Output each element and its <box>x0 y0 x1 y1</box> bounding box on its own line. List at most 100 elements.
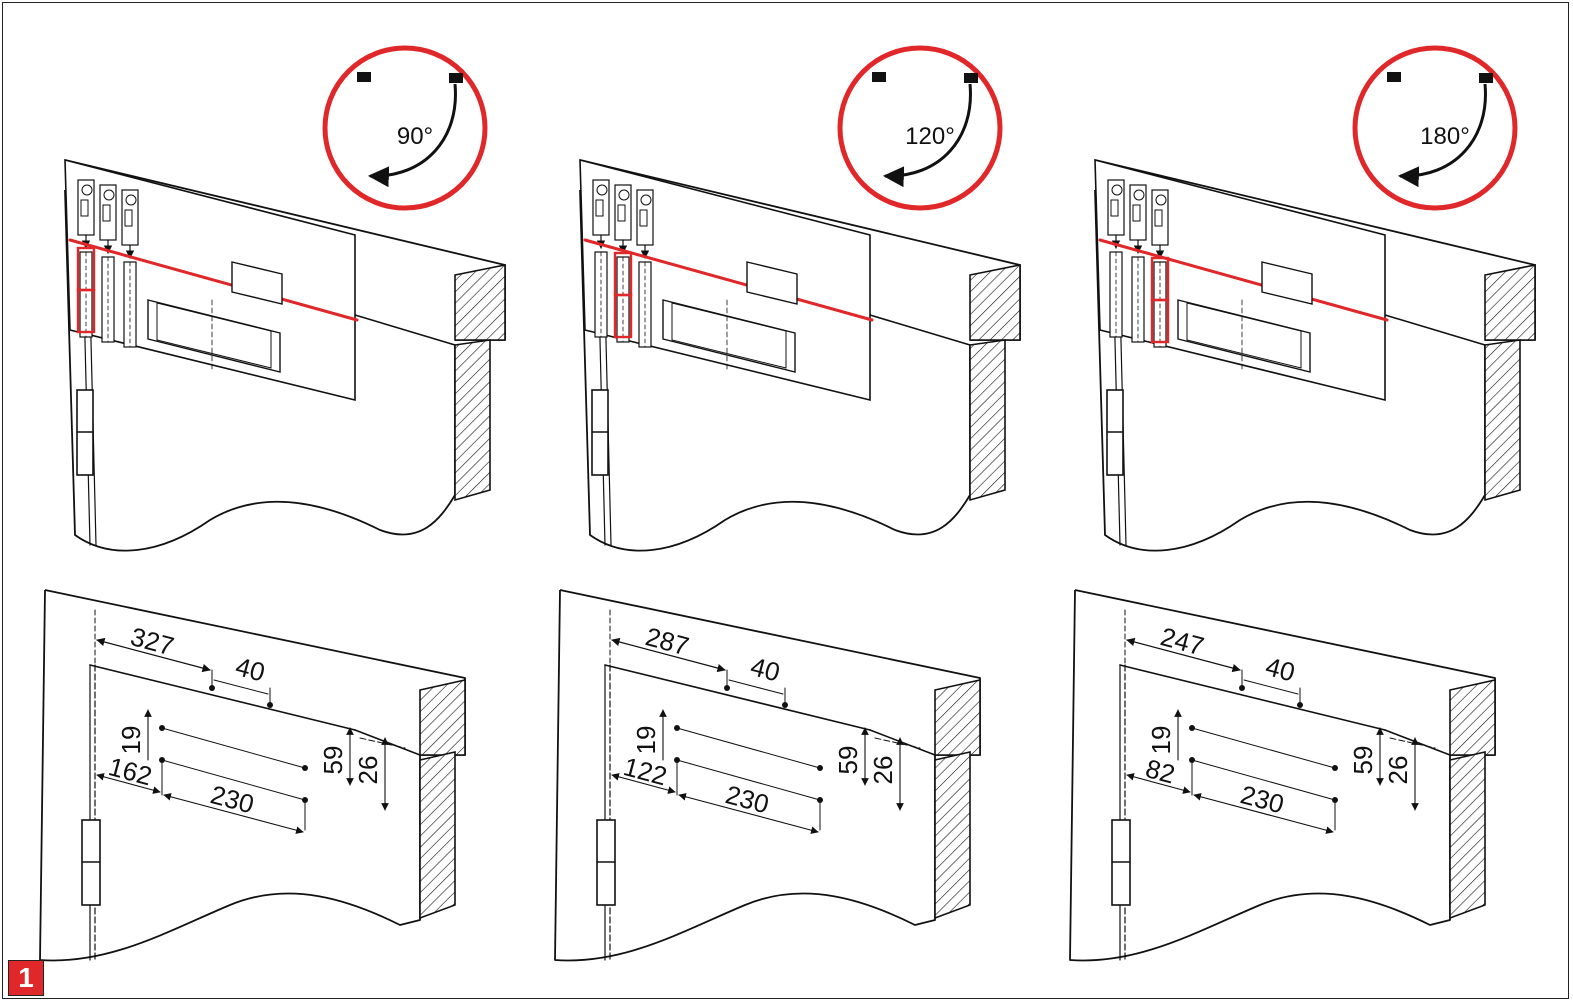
door-top-edge <box>1384 314 1486 346</box>
frame-head-section <box>1449 679 1496 756</box>
swing-arc <box>882 83 972 188</box>
dim-line-length <box>163 793 304 834</box>
closer-body-inner <box>1186 302 1302 369</box>
ext-line-edge <box>874 737 921 749</box>
dim-height-value: 59 <box>1348 746 1378 775</box>
frame-jamb-section <box>454 339 491 502</box>
ext-line-edge <box>1389 737 1436 749</box>
opening-angle-circle <box>837 45 1003 211</box>
door-top-edge <box>604 664 871 731</box>
arm-shoe-plate <box>1261 261 1313 305</box>
dim-offset-value: 19 <box>631 726 661 755</box>
template-icon-mark-1 <box>595 199 604 217</box>
dim-height-value: 59 <box>833 746 863 775</box>
angle-glyph-icon-3 <box>640 194 652 206</box>
drill-line-top <box>161 727 306 769</box>
door-hole-1 <box>1189 725 1195 731</box>
frame-jamb-section <box>1484 339 1521 502</box>
upper-panel-2: 120° <box>579 45 1021 552</box>
angle-glyph-icon-1 <box>1111 184 1123 196</box>
arm-shoe-plate <box>746 261 798 305</box>
dim-line-spacing <box>1243 679 1299 695</box>
ext-line-edge <box>359 737 406 749</box>
dim-edge-value: 26 <box>868 756 898 785</box>
closer-body-inner <box>156 302 272 369</box>
dim-edge-value: 26 <box>353 756 383 785</box>
frame-jamb-section <box>1449 750 1486 920</box>
swing-arc <box>367 83 457 188</box>
arm-shoe-plate <box>231 261 283 305</box>
selected-template-bottom <box>1150 298 1170 344</box>
dim-line-length <box>678 793 819 834</box>
door-leaf <box>554 589 936 962</box>
dim-offset-value: 19 <box>116 726 146 755</box>
alignment-red-line <box>583 238 874 322</box>
template-icon-mark-3 <box>1154 209 1163 227</box>
angle-glyph-icon-1 <box>81 184 93 196</box>
dim-line-top <box>96 637 211 673</box>
dim-line-left <box>96 773 161 794</box>
template-icon-mark-1 <box>80 199 89 217</box>
template-icon-mark-2 <box>102 204 111 222</box>
alignment-red-line <box>68 238 359 322</box>
opening-angle-label: 180° <box>1420 123 1470 150</box>
dim-edge-value: 26 <box>1383 756 1413 785</box>
frame-head-section <box>454 264 506 341</box>
frame-stop-icon <box>1479 73 1493 83</box>
dim-line-left <box>611 773 676 794</box>
template-icon-mark-2 <box>1132 204 1141 222</box>
frame-jamb-section <box>934 750 971 920</box>
door-hole-1 <box>159 725 165 731</box>
dim-line-left <box>1126 773 1191 794</box>
frame-stop-icon <box>449 73 463 83</box>
angle-glyph-icon-2 <box>103 189 115 201</box>
dim-line-spacing <box>728 679 784 695</box>
selected-template-bottom <box>76 288 96 334</box>
template-icon-mark-3 <box>124 209 133 227</box>
door-top-edge <box>354 314 456 346</box>
upper-panel-1: 90° <box>64 45 506 552</box>
frame-head-section <box>1484 264 1536 341</box>
dim-line-top <box>1126 637 1241 673</box>
frame-head-section <box>419 679 466 756</box>
frame-jamb-section <box>419 750 456 920</box>
dim-height-value: 59 <box>318 746 348 775</box>
opening-angle-circle <box>322 45 488 211</box>
door-top-edge <box>89 664 356 731</box>
door-pivot-icon <box>1387 72 1401 82</box>
door-hole-1 <box>674 725 680 731</box>
template-icon-mark-2 <box>617 204 626 222</box>
dim-offset-value: 19 <box>1146 726 1176 755</box>
opening-angle-label: 120° <box>905 123 955 150</box>
frame-jamb-section <box>969 339 1006 502</box>
swing-arc <box>1397 83 1487 188</box>
door-top-edge <box>869 314 971 346</box>
door-hole-3 <box>302 765 308 771</box>
upper-panel-3: 180° <box>1094 45 1536 552</box>
template-icon-mark-1 <box>1110 199 1119 217</box>
angle-glyph-icon-2 <box>1133 189 1145 201</box>
selected-template-bottom <box>613 293 633 339</box>
opening-angle-circle <box>1352 45 1518 211</box>
dim-line-length <box>1193 793 1334 834</box>
drill-line-top <box>676 727 821 769</box>
door-pivot-icon <box>872 72 886 82</box>
door-leaf <box>39 589 421 962</box>
figure-number-badge: 1 <box>8 960 44 996</box>
angle-glyph-icon-1 <box>596 184 608 196</box>
opening-angle-label: 90° <box>397 123 433 150</box>
door-hole-3 <box>817 765 823 771</box>
angle-glyph-icon-3 <box>1155 194 1167 206</box>
frame-head-section <box>934 679 981 756</box>
frame-head-section <box>969 264 1021 341</box>
frame-stop-icon <box>964 73 978 83</box>
template-icon-mark-3 <box>639 209 648 227</box>
door-top-edge <box>1119 664 1386 731</box>
dim-line-spacing <box>213 679 269 695</box>
